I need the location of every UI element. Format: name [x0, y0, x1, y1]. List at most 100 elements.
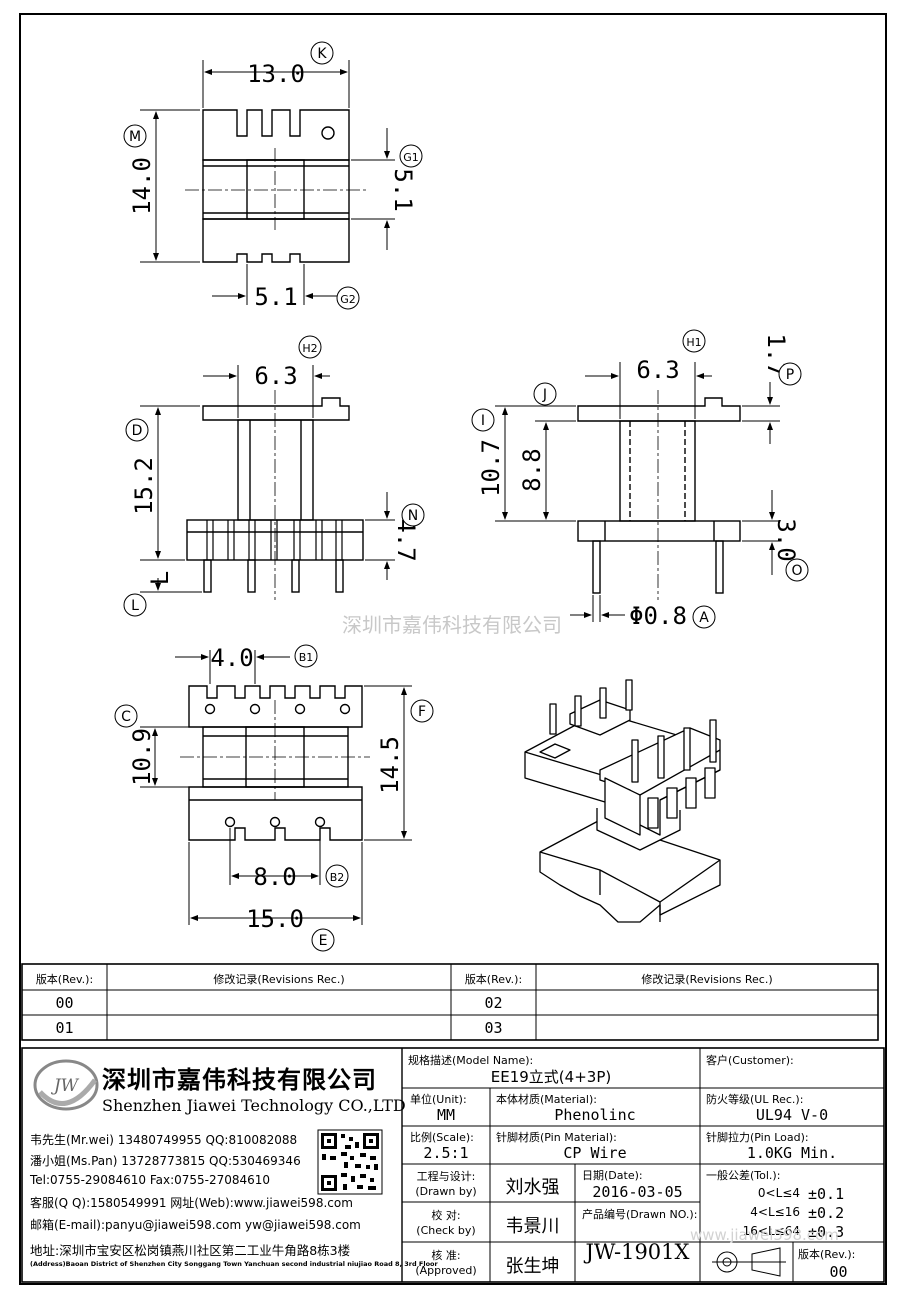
dim-top-window-h: 5.1 — [254, 283, 297, 311]
top-centerlines — [185, 148, 366, 230]
watermark-url: www.jiawei598.com — [690, 1226, 839, 1244]
dim-top-width: 13.0 — [247, 60, 305, 88]
scale-value: 2.5:1 — [423, 1144, 469, 1162]
isometric-view — [524, 679, 721, 923]
pin-material-value: CP Wire — [563, 1144, 627, 1162]
label-P: P — [786, 367, 794, 383]
customer-label: 客户(Customer): — [706, 1054, 794, 1067]
check-label-en: (Check by) — [416, 1224, 476, 1237]
side-dims — [495, 362, 780, 622]
contact-pan: 潘小姐(Ms.Pan) 13728773815 QQ:530469346 — [30, 1154, 301, 1168]
dim-side-outer: 10.7 — [477, 439, 505, 497]
model-label: 规格描述(Model Name): — [408, 1054, 534, 1067]
label-K: K — [317, 46, 327, 62]
circled-labels — [114, 41, 809, 952]
projection-symbol — [712, 1247, 786, 1277]
label-G2: G2 — [340, 293, 356, 306]
dim-front-height: 15.2 — [130, 457, 158, 515]
model-value: EE19立式(4+3P) — [490, 1068, 612, 1086]
watermark: 深圳市嘉伟科技有限公司 — [342, 613, 562, 637]
pin-load-value: 1.0KG Min. — [746, 1144, 838, 1162]
bottom-centerlines — [180, 700, 370, 800]
label-G1: G1 — [403, 151, 419, 164]
label-H2: H2 — [302, 342, 317, 355]
dim-bottom-width: 15.0 — [246, 905, 304, 933]
ul-value: UL94 V-0 — [755, 1106, 829, 1124]
unit-value: MM — [436, 1106, 456, 1124]
front-view — [186, 397, 364, 593]
label-H1: H1 — [686, 336, 701, 349]
company-address-en: (Address)Baoan District of Shenzhen City… — [30, 1260, 438, 1268]
sheet-border — [19, 13, 887, 1285]
drawn-no-label: 产品编号(Drawn NO.): — [582, 1208, 698, 1221]
dim-front-core: 6.3 — [254, 362, 297, 390]
dim-side-base: 3.0 — [772, 518, 800, 561]
contact-qq-web: 客服(Q Q):1580549991 网址(Web):www.jiawei598… — [30, 1196, 353, 1210]
label-N: N — [408, 508, 418, 524]
label-O: O — [791, 563, 802, 579]
title-block-grid — [21, 1047, 885, 1283]
company-address: 地址:深圳市宝安区松岗镇燕川社区第二工业牛角路8栋3楼 — [30, 1243, 351, 1258]
dim-side-inner: 8.8 — [518, 448, 546, 491]
material-value: Phenolinc — [554, 1106, 636, 1124]
logo-text: JW — [51, 1076, 80, 1096]
label-F: F — [418, 704, 426, 720]
check-label: 校 对: — [431, 1209, 461, 1222]
drawn-no-value: JW-1901X — [585, 1240, 690, 1264]
tol-range-2: 4<L≤16 — [750, 1205, 800, 1219]
check-value: 韦景川 — [505, 1216, 560, 1237]
top-dims — [140, 60, 395, 305]
tol-range-3: 16<L≤64 — [742, 1224, 800, 1238]
rec-header-1: 修改记录(Revisions Rec.) — [213, 973, 345, 986]
bottom-view — [188, 685, 363, 841]
date-label: 日期(Date): — [582, 1169, 643, 1182]
circled-label-text: K M G1 G2 H2 D N L H1 P J I O A B1 C F B… — [121, 46, 802, 949]
bottom-dims — [140, 650, 412, 925]
dim-top-window-v: 5.1 — [389, 168, 417, 211]
front-dims — [140, 365, 395, 593]
material-label: 本体材质(Material): — [496, 1093, 597, 1106]
ul-label: 防火等级(UL Rec.): — [706, 1093, 804, 1106]
dim-bottom-outer: 14.5 — [376, 736, 404, 794]
dim-front-pin-L: L — [146, 571, 174, 585]
tol-value-2: ±0.2 — [808, 1204, 845, 1222]
label-B1: B1 — [299, 651, 314, 664]
dim-side-core: 6.3 — [636, 356, 679, 384]
side-view — [577, 397, 741, 594]
label-B2: B2 — [330, 871, 345, 884]
company-name-en: Shenzhen Jiawei Technology CO.,LTD — [102, 1096, 406, 1115]
rev-header-1: 版本(Rev.): — [35, 973, 94, 986]
label-D: D — [132, 423, 143, 439]
revision-table-grid — [21, 963, 879, 1041]
label-M: M — [129, 129, 141, 145]
label-I: I — [481, 413, 485, 429]
approve-label: 核 准: — [431, 1249, 461, 1262]
date-value: 2016-03-05 — [592, 1183, 683, 1201]
label-A: A — [699, 610, 709, 626]
dim-bottom-pitch: 4.0 — [210, 644, 253, 672]
dim-top-height: 14.0 — [128, 157, 156, 215]
approve-value: 张生坤 — [505, 1256, 560, 1277]
tol-label: 一般公差(Tol.): — [706, 1169, 781, 1182]
contact-email: 邮箱(E-mail):panyu@jiawei598.com yw@jiawei… — [30, 1218, 361, 1232]
pin-load-label: 针脚拉力(Pin Load): — [706, 1131, 809, 1144]
contact-tel-fax: Tel:0755-29084610 Fax:0755-27084610 — [30, 1173, 271, 1187]
rev-row-2-right: 03 — [484, 1019, 503, 1037]
tol-value-3: ±0.3 — [808, 1223, 845, 1241]
label-J: J — [542, 387, 547, 403]
rev-row-1-right: 02 — [484, 994, 503, 1012]
label-E: E — [319, 933, 328, 949]
drawn-value: 刘水强 — [505, 1177, 560, 1198]
jw-logo: JW — [33, 1059, 99, 1111]
approve-label-en: (Approved) — [415, 1264, 477, 1277]
rev-label: 版本(Rev.): — [798, 1248, 856, 1261]
scale-label: 比例(Scale): — [410, 1131, 474, 1144]
contact-wei: 韦先生(Mr.wei) 13480749955 QQ:810082088 — [30, 1133, 298, 1147]
top-view — [202, 109, 350, 263]
dim-pin-diameter: Φ0.8 — [629, 602, 687, 630]
rev-row-1: 00 — [55, 994, 74, 1012]
drawn-label: 工程与设计: — [416, 1170, 476, 1183]
drawn-label-en: (Drawn by) — [415, 1185, 477, 1198]
rev-row-2: 01 — [55, 1019, 74, 1037]
